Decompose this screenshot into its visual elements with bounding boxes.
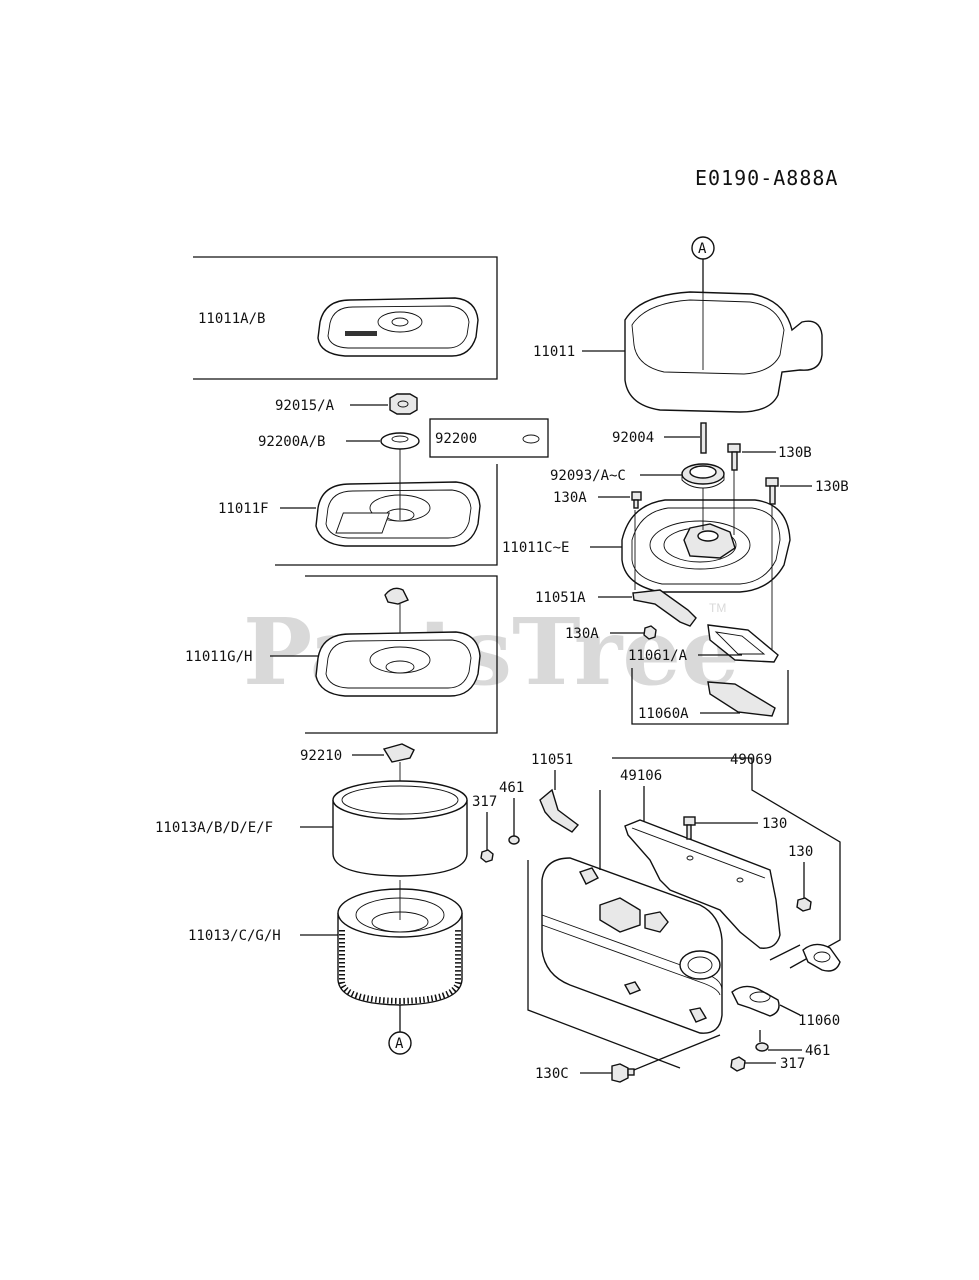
pre-cleaner-11013abdef [332, 780, 468, 877]
bracket-11051a [632, 589, 697, 627]
washer-92200ab [380, 432, 420, 450]
nut-130a-lower [643, 625, 657, 640]
base-11011ce [621, 470, 791, 655]
clip-92210 [382, 743, 415, 763]
bolt-130-upper [683, 816, 696, 840]
label-130-upper[interactable]: 130 [762, 816, 787, 832]
box-11060a [631, 668, 789, 725]
label-461-upper[interactable]: 461 [499, 780, 524, 796]
heat-shield-49106 [624, 819, 781, 949]
label-11011gh[interactable]: 11011G/H [185, 649, 252, 665]
label-130b-lower[interactable]: 130B [815, 479, 849, 495]
exhaust-outlet [731, 985, 780, 1017]
box-11011f [275, 464, 498, 566]
gasket-11061a [707, 624, 779, 663]
bracket-11051 [539, 788, 580, 833]
label-11013abdef[interactable]: 11013A/B/D/E/F [155, 820, 273, 836]
label-92200ab[interactable]: 92200A/B [258, 434, 325, 450]
label-11051a[interactable]: 11051A [535, 590, 586, 606]
cover-11011 [624, 262, 823, 413]
ref-marker-top-letter: A [698, 241, 707, 257]
label-92015a[interactable]: 92015/A [275, 398, 335, 414]
seal-92093 [681, 463, 725, 489]
inset-92200 [429, 418, 549, 458]
box-11011gh [305, 575, 498, 734]
label-49106[interactable]: 49106 [620, 768, 662, 784]
bolt-130b-upper [727, 443, 741, 471]
nut-317-lower [730, 1056, 746, 1072]
ref-marker-bottom [388, 1031, 412, 1055]
gasket-11060 [802, 943, 841, 972]
label-11011ab[interactable]: 11011A/B [198, 311, 265, 327]
nut-317-upper [480, 849, 494, 863]
label-11011f[interactable]: 11011F [218, 501, 269, 517]
label-130b-upper[interactable]: 130B [778, 445, 812, 461]
label-11011ce[interactable]: 11011C~E [502, 540, 569, 556]
ref-marker-bottom-letter: A [395, 1036, 404, 1052]
label-92093[interactable]: 92093/A~C [550, 468, 626, 484]
label-317-upper[interactable]: 317 [472, 794, 497, 810]
label-461-lower[interactable]: 461 [805, 1043, 830, 1059]
filter-element-11013cgh [337, 880, 463, 1006]
label-130-right[interactable]: 130 [788, 844, 813, 860]
label-49069[interactable]: 49069 [730, 752, 772, 768]
stud-92004 [700, 422, 707, 454]
nut-92015a [389, 393, 418, 415]
label-11011[interactable]: 11011 [533, 344, 575, 360]
label-11060a[interactable]: 11060A [638, 706, 689, 722]
watermark-tm: TM [709, 601, 726, 615]
bolt-130c [611, 1063, 635, 1083]
washer-461-upper [508, 835, 520, 845]
inset-label-92200[interactable]: 92200 [435, 431, 477, 447]
label-11060[interactable]: 11060 [798, 1013, 840, 1029]
label-130a-lower[interactable]: 130A [565, 626, 599, 642]
label-92004[interactable]: 92004 [612, 430, 654, 446]
label-11051[interactable]: 11051 [531, 752, 573, 768]
diagram-code: E0190-A888A [695, 166, 838, 190]
muffler-body [527, 790, 723, 1069]
bolt-130-right [796, 897, 812, 912]
washer-461-lower [755, 1042, 769, 1052]
label-130c[interactable]: 130C [535, 1066, 569, 1082]
label-92210[interactable]: 92210 [300, 748, 342, 764]
box-11011ab [193, 256, 498, 380]
label-130a-upper[interactable]: 130A [553, 490, 587, 506]
bolt-130b-lower [765, 477, 779, 505]
bolt-130a-upper [631, 491, 642, 509]
label-11061a[interactable]: 11061/A [628, 648, 688, 664]
label-11013cgh[interactable]: 11013/C/G/H [188, 928, 281, 944]
label-317-lower[interactable]: 317 [780, 1056, 805, 1072]
